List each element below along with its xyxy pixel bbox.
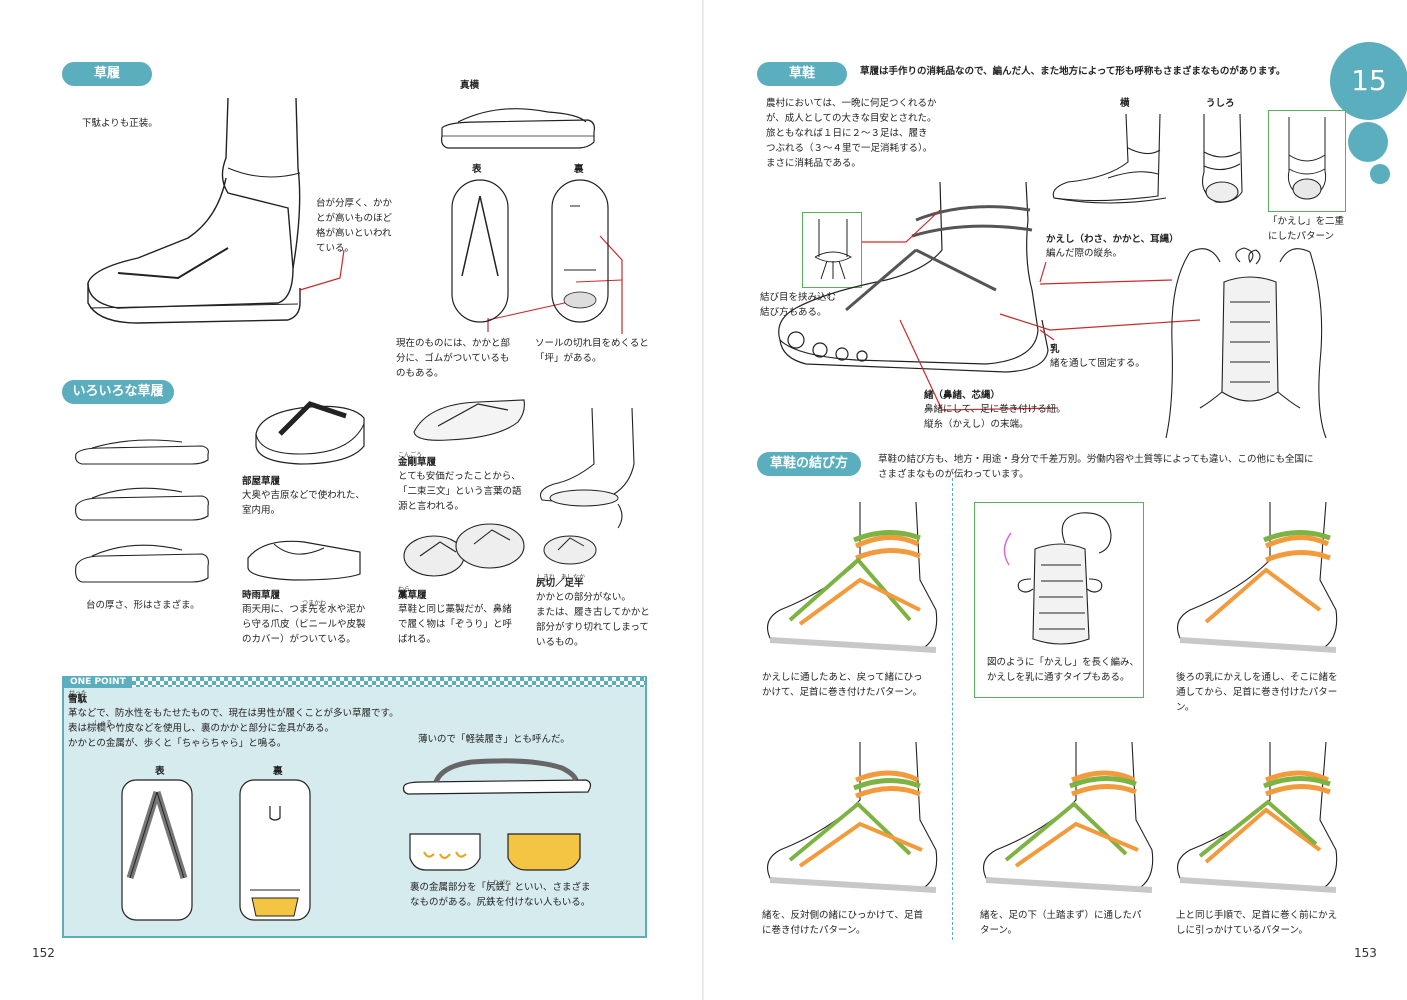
knot-detail-illustration — [814, 219, 853, 280]
variety-caption: 台の厚さ、形はさまざま。 — [86, 600, 200, 611]
callout-rubber: 現在のものには、かかと部分に、ゴムがついているものもある。 — [396, 338, 511, 379]
callout-tsubo: ソールの切れ目をめくると「坪」がある。 — [535, 338, 649, 364]
chapter-badge: 15 — [1330, 42, 1407, 120]
chi-title: 乳 — [1050, 344, 1060, 355]
zouri-intro: 下駄よりも正装。 — [82, 118, 158, 129]
shigure-ruby: つまかわ — [302, 600, 327, 607]
callout-thick: 台が分厚く、かかとが高いものほど 格が高いといわれている。 — [316, 198, 393, 254]
tie-caption-5: 緒を、足の下（土踏まず）に通したパターン。 — [980, 910, 1142, 936]
setta-front-label: 表 — [155, 766, 165, 777]
tie-pattern-2-box: 図のように「かえし」を長く編み、かえしを乳に通すタイプもある。 — [974, 502, 1144, 698]
kongo-title: 金剛草履 — [398, 457, 437, 468]
tie-pattern-1 — [767, 501, 938, 653]
knot-detail-box — [802, 212, 862, 288]
tie-lead: 草鞋の結び方も、地方・用途・身分で千差万別。労働内容や土質等によっても違い、この… — [878, 454, 1314, 480]
waraji-heading: 草鞋 — [757, 62, 847, 86]
tie-caption-4: 緒を、反対側の緒にひっかけて、足首に巻き付けたパターン。 — [762, 910, 924, 936]
kaeshi-desc: 編んだ際の縦糸。 — [1046, 248, 1123, 259]
zouri-side-view — [441, 108, 595, 149]
shigure-desc: 雨天用に、つま先を水や泥から守る爪皮（ビニールや皮製のカバー）がついている。 — [242, 604, 366, 645]
zouri-foot-illustration — [87, 98, 301, 324]
shirigane-ruby: しりがね — [487, 880, 512, 887]
tie-pattern-5 — [983, 741, 1154, 893]
tie-pattern-4 — [767, 741, 938, 893]
shuro-ruby: しゅろ — [94, 720, 113, 727]
callout-lines-zouri — [299, 235, 623, 334]
o-desc: 鼻緒にして、足に巻き付ける紐。縦糸（かえし）の末端。 — [924, 404, 1066, 430]
wara-title: 藁草履 — [398, 590, 427, 601]
tie-caption-6: 上と同じ手順で、足首に巻く前にかえしに引っかけているパターン。 — [1176, 910, 1338, 936]
tie-heading: 草鞋の結び方 — [757, 452, 861, 476]
view-front-label: 表 — [472, 164, 482, 175]
tie-pattern-2-illustration — [1003, 512, 1112, 645]
kaeshi-title: かえし（わさ、かかと、耳縄） — [1046, 234, 1179, 245]
chi-desc: 緒を通して固定する。 — [1050, 358, 1145, 369]
view-side-label: 真横 — [460, 80, 480, 91]
heya-desc: 大奥や吉原などで使われた、室内用。 — [242, 490, 365, 516]
setta-ruby: せった — [69, 690, 88, 697]
page-number-right: 153 — [1354, 946, 1377, 960]
variety-heading: いろいろな草履 — [62, 380, 174, 404]
variety-thickness-sandals — [75, 439, 209, 583]
wara-ruby: わら — [398, 586, 411, 593]
shikiri-title: 尻切／足半 — [536, 578, 584, 589]
wara-zouri-illustration — [403, 523, 525, 577]
chapter-dot-large — [1348, 122, 1388, 162]
setta-description: 革などで、防水性をもたせたもので、現在は男性が履くことが多い草履です。表は棕櫚や… — [68, 708, 399, 749]
kongo-desc: とても安価だったことから、「二束三文」という言葉の語源と言われる。 — [398, 471, 522, 512]
book-gutter — [702, 0, 705, 1000]
waraji-unfolded-illustration — [1165, 247, 1327, 439]
waraji-callout-lines — [862, 209, 1201, 411]
kongo-zouri-illustration — [413, 399, 525, 441]
double-kaeshi-box — [1268, 110, 1346, 212]
shigure-zouri-illustration — [247, 540, 361, 581]
farm-text: 農村においては、一晩に何足つくれるかが、成人としての大きな目安とされた。旅ともな… — [766, 98, 937, 169]
shigure-title: 時雨草履 — [242, 590, 281, 601]
setta-top-views — [121, 779, 311, 921]
setta-back-label: 裏 — [273, 766, 283, 777]
shikiri-ruby: しきれ あしなか — [537, 574, 586, 581]
setta-title: 雪駄 — [68, 694, 88, 705]
tie-caption-2: 図のように「かえし」を長く編み、かえしを乳に通すタイプもある。 — [987, 657, 1140, 683]
setta-side-view — [402, 758, 592, 795]
chapter-dot-small — [1370, 164, 1390, 184]
tie-pattern-3 — [1177, 501, 1338, 653]
zouri-heading: 草履 — [62, 62, 152, 86]
double-kaeshi-caption: 「かえし」を二重にしたパターン — [1268, 216, 1345, 242]
setta-heel-metals — [409, 833, 581, 871]
view-back-label: 裏 — [574, 164, 584, 175]
heya-zouri-illustration — [255, 401, 365, 465]
setta-thin-note: 薄いので「軽装履き」とも呼んだ。 — [418, 734, 570, 745]
tie-section-divider — [952, 478, 953, 940]
heya-title: 部屋草履 — [242, 476, 281, 487]
knot-note: 結び目を挟み込む結び方もある。 — [760, 292, 837, 318]
kongo-ruby: こんごう — [398, 452, 423, 459]
shikiri-desc: かかとの部分がない。または、履き古してかかと 部分がすり切れてしまっているもの。 — [536, 592, 650, 648]
waraji-side-back-views — [1052, 113, 1243, 204]
setta-metal-note: 裏の金属部分を「尻鉄」といい、さまざまなものがある。尻鉄を付けない人もいる。 — [410, 882, 591, 908]
shikiri-foot-illustration — [539, 407, 635, 565]
page-number-left: 152 — [32, 946, 55, 960]
waraji-foot-illustration — [778, 181, 1049, 373]
o-title: 緒（鼻緒、芯縄） — [924, 390, 1001, 401]
one-point-checker-border — [132, 677, 645, 687]
tie-pattern-6 — [1177, 741, 1338, 893]
double-kaeshi-illustration — [1287, 117, 1327, 200]
view-back-label-right: うしろ — [1206, 98, 1235, 109]
waraji-lead: 草履は手作りの消耗品なので、編んだ人、また地方によって形も呼称もさまざまなものが… — [860, 66, 1286, 77]
tie-caption-3: 後ろの乳にかえしを通し、そこに緒を通してから、足首に巻き付けたパターン。 — [1176, 672, 1338, 713]
view-side-label-right: 横 — [1120, 98, 1130, 109]
zouri-top-views — [451, 179, 609, 323]
tie-caption-1: かえしに通したあと、戻って緒にひっかけて、足首に巻き付けたパターン。 — [762, 672, 923, 698]
left-page: 草履 下駄よりも正装。 台が分厚く、かかとが高いものほど 格が高いといわれている… — [0, 0, 703, 1000]
one-point-label: ONE POINT — [64, 676, 132, 688]
wara-desc: 草鞋と同じ藁製だが、鼻緒で履く物は「ぞうり」と呼ばれる。 — [398, 604, 513, 645]
